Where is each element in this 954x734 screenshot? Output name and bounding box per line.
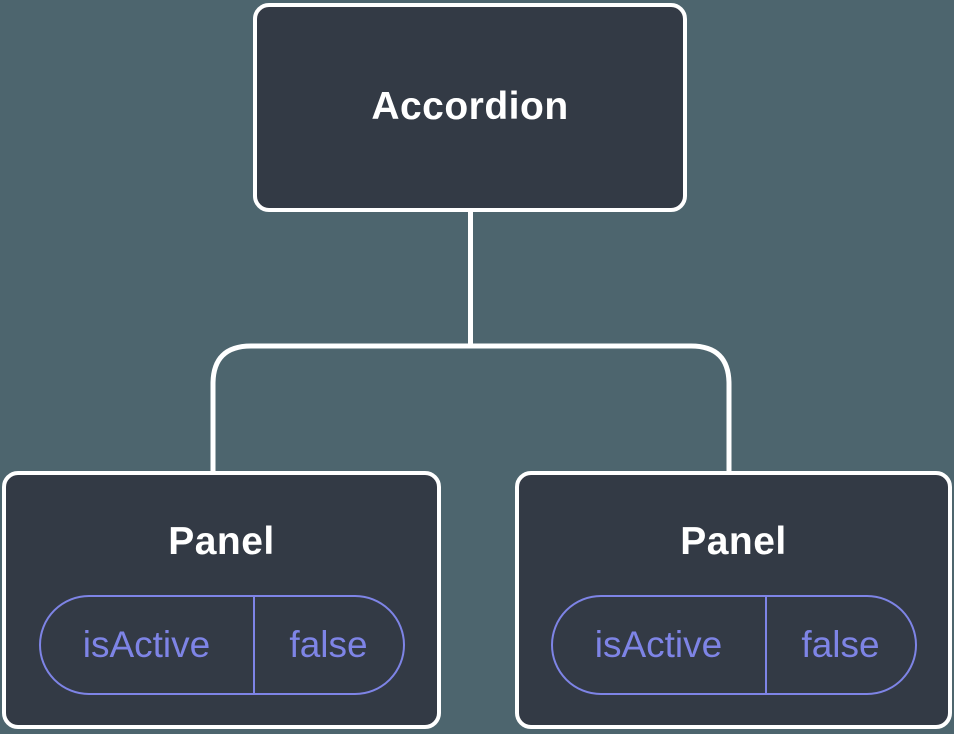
state-pill-left: isActive false (38, 594, 405, 695)
state-key: isActive (553, 596, 767, 693)
state-key: isActive (41, 596, 255, 693)
state-pill-right: isActive false (550, 594, 917, 695)
node-panel-left: Panel isActive false (2, 471, 441, 729)
state-value: false (801, 623, 880, 665)
node-panel-right: Panel isActive false (515, 471, 952, 729)
node-panel-left-label: Panel (168, 520, 275, 563)
node-accordion-label: Accordion (371, 85, 569, 129)
node-accordion: Accordion (253, 3, 687, 212)
state-value: false (289, 623, 368, 665)
connector-bracket (210, 343, 732, 474)
node-panel-right-label: Panel (680, 520, 787, 563)
